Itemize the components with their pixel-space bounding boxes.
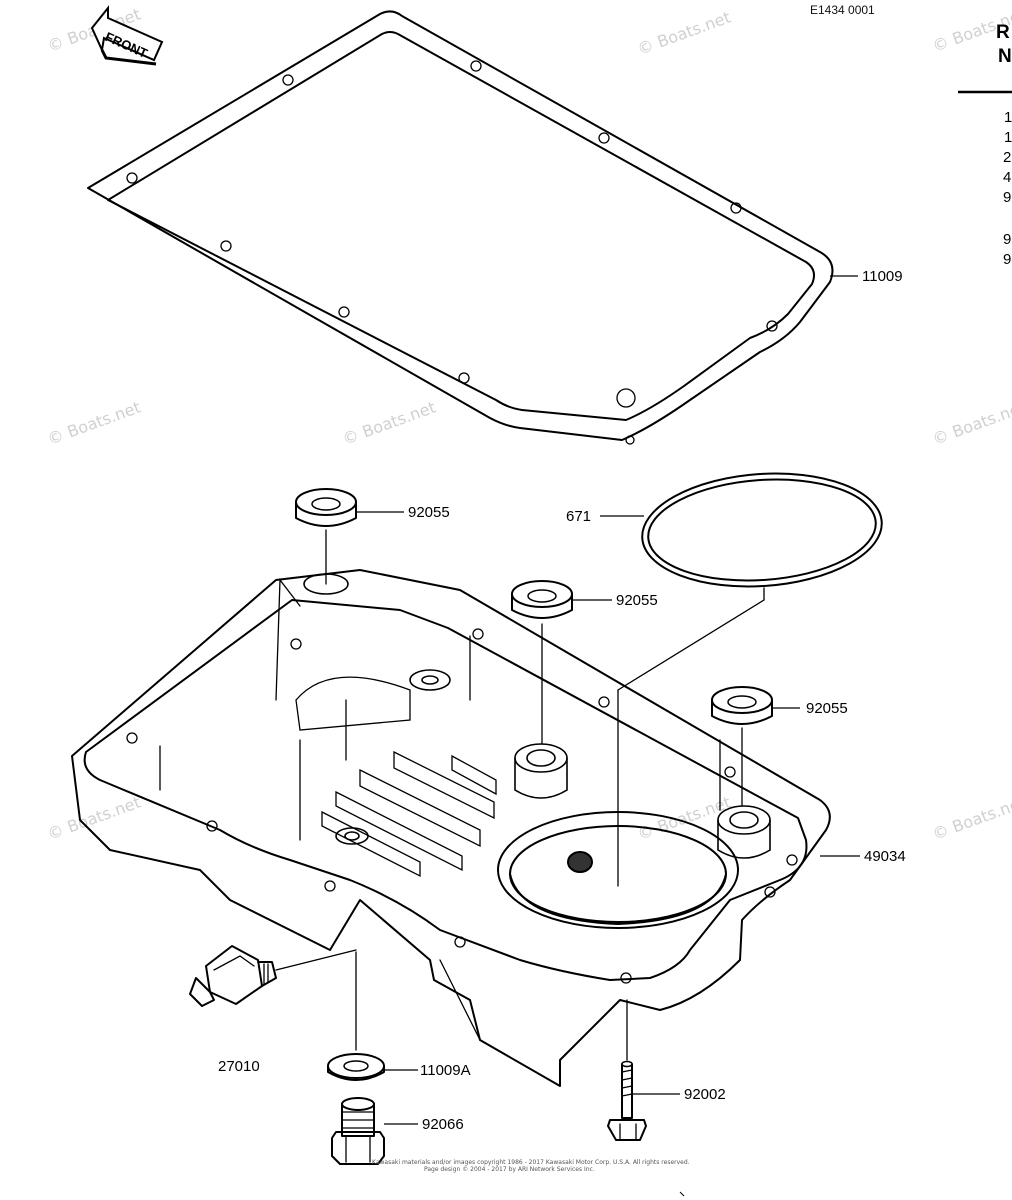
drain-plug-92066	[331, 1097, 385, 1165]
part-label-92002: 92002	[684, 1086, 726, 1103]
side-row: 9	[1003, 189, 1011, 206]
part-label-92055-c: 92055	[806, 700, 848, 717]
scan-mark	[679, 1191, 685, 1197]
side-row: 2	[1003, 149, 1011, 166]
washer-92055-b	[511, 580, 573, 619]
part-label-92055-b: 92055	[616, 592, 658, 609]
washer-92055-a	[295, 488, 357, 527]
side-header-1: R	[996, 22, 1010, 43]
oil-pressure-switch-27010	[189, 945, 277, 1007]
watermarks: © Boats.net © Boats.net © Boats.net © Bo…	[45, 5, 1012, 844]
oil-pan-49034	[71, 569, 831, 1087]
bolt-92002	[607, 1060, 647, 1141]
washer-92055-c	[711, 686, 773, 725]
part-label-27010: 27010	[218, 1058, 260, 1075]
side-row: 9	[1003, 251, 1011, 268]
part-label-92055-a: 92055	[408, 504, 450, 521]
copyright-line-2: Page design © 2004 - 2017 by ARI Network…	[424, 1166, 595, 1173]
part-labels: 11009 92055 671 92055 92055 49034 27010 …	[218, 268, 906, 1133]
watermark: © Boats.net	[930, 793, 1012, 844]
part-label-49034: 49034	[864, 848, 906, 865]
watermark: © Boats.net	[340, 398, 438, 449]
part-label-671: 671	[566, 508, 591, 525]
watermark: © Boats.net	[930, 398, 1012, 449]
watermark: © Boats.net	[635, 8, 733, 59]
side-row: 4	[1003, 169, 1011, 186]
copyright-line-1: Kawasaki materials and/or images copyrig…	[372, 1159, 690, 1166]
side-header-2: N	[998, 46, 1012, 67]
washer-11009A	[327, 1053, 385, 1081]
o-ring-671	[641, 472, 883, 588]
watermark: © Boats.net	[45, 793, 143, 844]
side-row: 1	[1004, 129, 1012, 146]
gasket-11009	[87, 10, 834, 445]
watermark: © Boats.net	[45, 398, 143, 449]
diagram-code: E1434 0001	[810, 3, 875, 17]
part-label-11009A: 11009A	[420, 1062, 471, 1079]
leader-lines	[275, 275, 860, 1125]
part-label-11009: 11009	[862, 268, 903, 285]
side-panel: R N 1 1 2 4 9 9 9	[958, 22, 1012, 268]
side-row: 9	[1003, 231, 1011, 248]
part-label-92066: 92066	[422, 1116, 464, 1133]
side-row: 1	[1004, 109, 1012, 126]
